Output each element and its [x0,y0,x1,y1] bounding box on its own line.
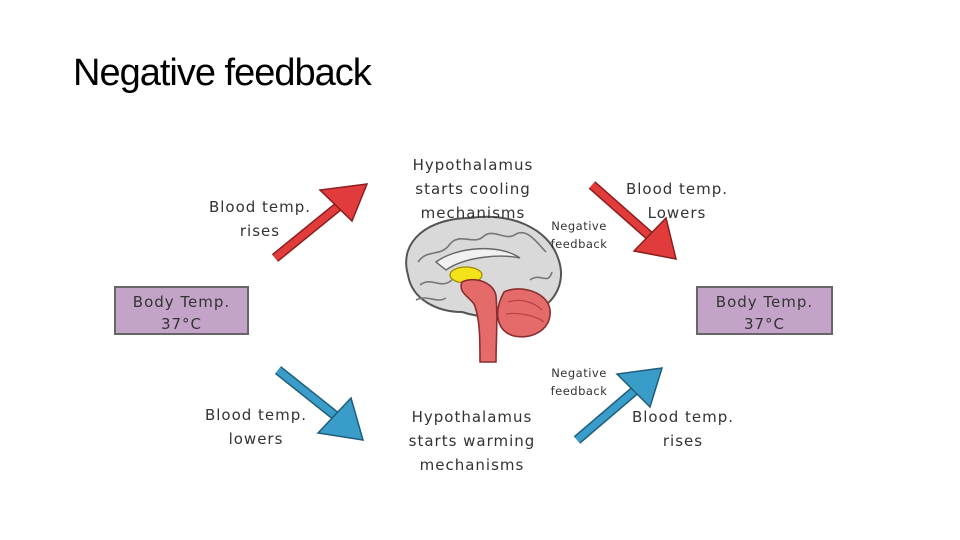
body-temp-box-right: Body Temp. 37°C [696,286,833,335]
blood-temp-lowers-label-bottom: Blood temp. lowers [204,406,308,448]
negative-feedback-label-top: Negative feedback [550,219,608,251]
body-temp-label: Body Temp. [715,293,814,311]
blood-temp-rises-label-bottom: Blood temp. rises [631,408,735,450]
slide-title: Negative feedback [73,52,372,94]
body-temp-value: 37°C [160,315,203,333]
body-temp-box-left: Body Temp. 37°C [114,286,249,335]
arrow-bottom-right-icon [573,367,664,444]
blood-temp-rises-label-top: Blood temp. rises [208,198,312,240]
arrow-top-right-icon [588,181,678,260]
arrow-top-left-icon [271,183,369,262]
negative-feedback-label-bottom: Negative feedback [550,366,608,398]
hypothalamus-warming-label: Hypothalamus starts warming mechanisms [408,408,536,474]
arrow-bottom-left-icon [274,366,365,441]
body-temp-label: Body Temp. [132,293,231,311]
blood-temp-lowers-label-top: Blood temp. Lowers [625,180,729,222]
brain-icon [405,215,563,363]
body-temp-value: 37°C [743,315,786,333]
hypothalamus-cooling-label: Hypothalamus starts cooling mechanisms [412,156,534,222]
